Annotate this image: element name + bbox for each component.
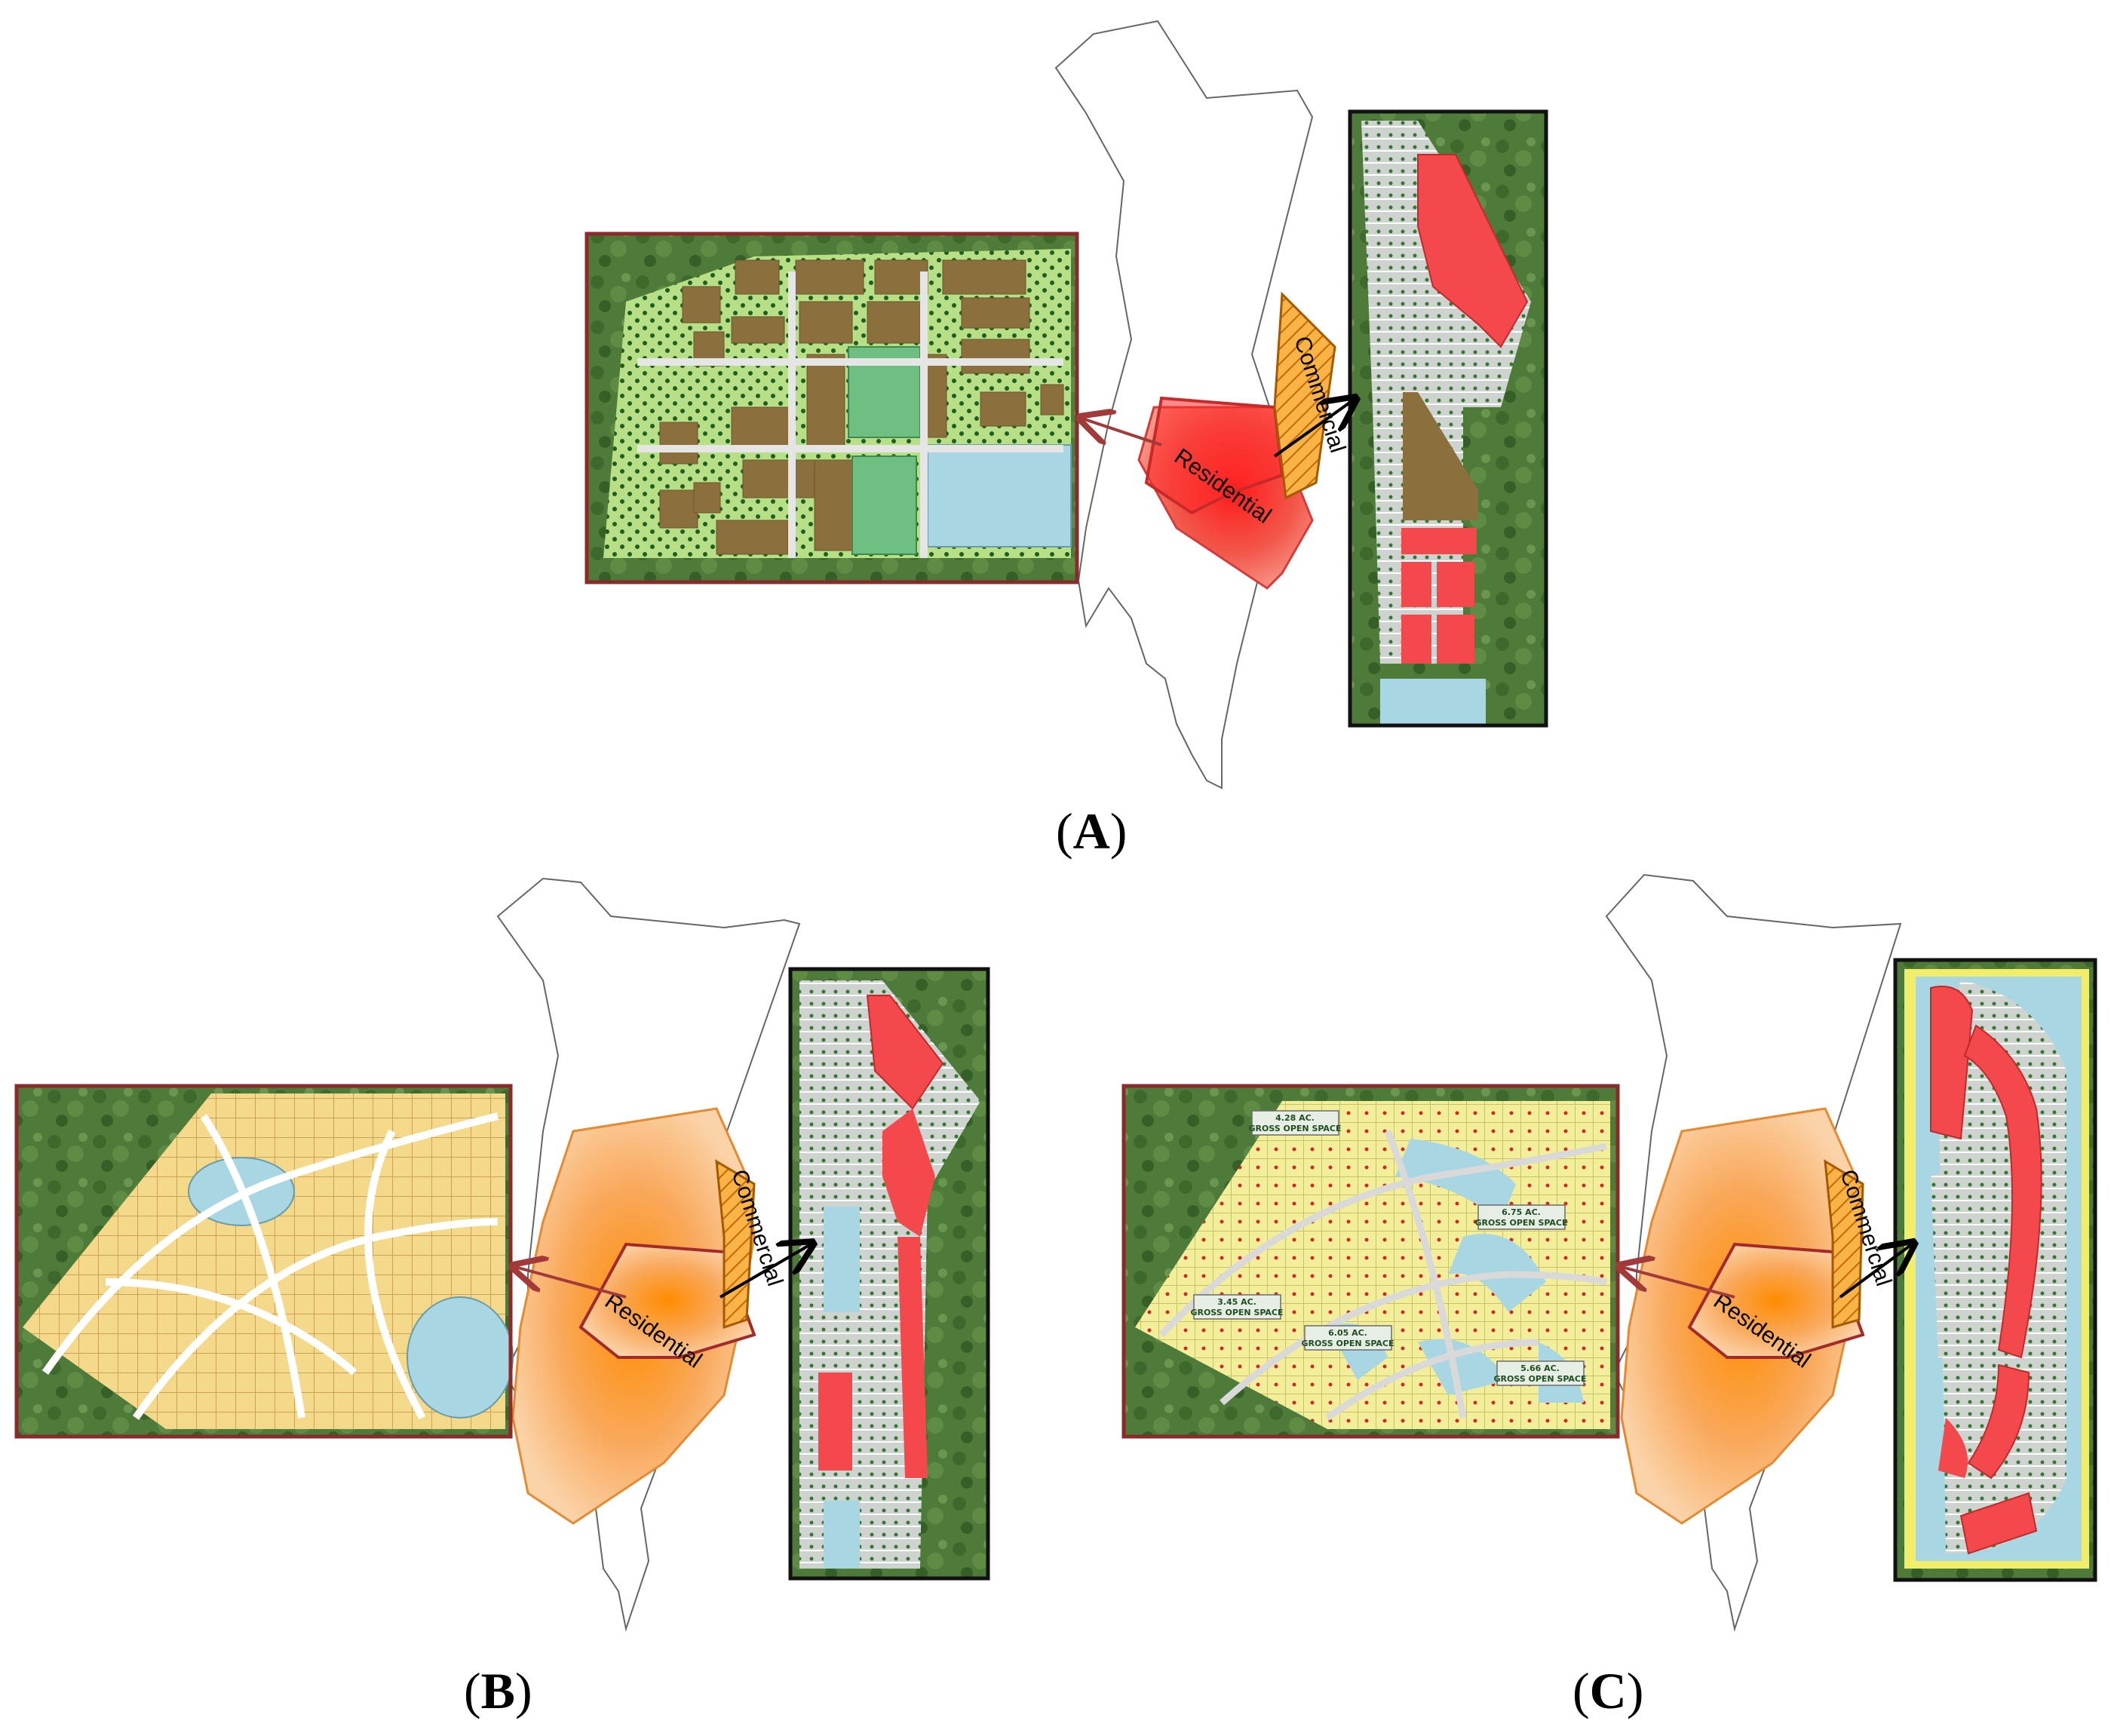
inset-left-a — [584, 232, 1079, 584]
svg-text:GROSS OPEN SPACE: GROSS OPEN SPACE — [1190, 1308, 1283, 1317]
svg-text:GROSS OPEN SPACE: GROSS OPEN SPACE — [1301, 1339, 1394, 1348]
svg-text:4.28 AC.: 4.28 AC. — [1275, 1113, 1315, 1123]
panel-c: Commercial Residential 4.28 AC. GROSS OP… — [1121, 873, 2097, 1719]
inset-right-a — [1348, 109, 1548, 728]
arrow-left-a — [1082, 419, 1162, 446]
open-space-annotation-4: 6.05 AC. GROSS OPEN SPACE — [1301, 1325, 1395, 1351]
inset-right-c — [1893, 958, 2097, 1582]
panel-label-b: (B) — [464, 1662, 532, 1719]
open-space-annotation-1: 4.28 AC. GROSS OPEN SPACE — [1248, 1110, 1342, 1136]
arrow-left-c — [1622, 1267, 1735, 1299]
panel-a: Commercial Residential — [584, 20, 1548, 860]
open-space-annotation-5: 5.66 AC. GROSS OPEN SPACE — [1493, 1360, 1587, 1386]
inset-left-b — [14, 1084, 514, 1439]
arrow-right-a — [1273, 400, 1354, 458]
svg-text:3.45 AC.: 3.45 AC. — [1217, 1297, 1256, 1307]
arrow-left-b — [515, 1267, 627, 1299]
inset-right-b — [788, 967, 990, 1581]
svg-text:6.05 AC.: 6.05 AC. — [1328, 1328, 1367, 1338]
svg-text:6.75 AC.: 6.75 AC. — [1502, 1207, 1541, 1217]
svg-text:GROSS OPEN SPACE: GROSS OPEN SPACE — [1493, 1374, 1586, 1384]
svg-text:GROSS OPEN SPACE: GROSS OPEN SPACE — [1248, 1124, 1341, 1133]
arrow-right-c — [1839, 1244, 1912, 1299]
arrow-right-b — [719, 1244, 811, 1299]
panel-label-a: (A) — [1056, 802, 1127, 860]
svg-text:5.66 AC.: 5.66 AC. — [1520, 1363, 1560, 1373]
commercial-zone-b — [715, 1159, 756, 1330]
panel-b: Commercial Residential — [14, 877, 990, 1719]
panel-label-c: (C) — [1572, 1662, 1643, 1719]
open-space-annotation-2: 6.75 AC. GROSS OPEN SPACE — [1474, 1204, 1568, 1230]
inset-left-c: 4.28 AC. GROSS OPEN SPACE 6.75 AC. GROSS… — [1121, 1084, 1620, 1439]
open-space-annotation-3: 3.45 AC. GROSS OPEN SPACE — [1190, 1294, 1284, 1320]
svg-text:GROSS OPEN SPACE: GROSS OPEN SPACE — [1474, 1218, 1567, 1228]
